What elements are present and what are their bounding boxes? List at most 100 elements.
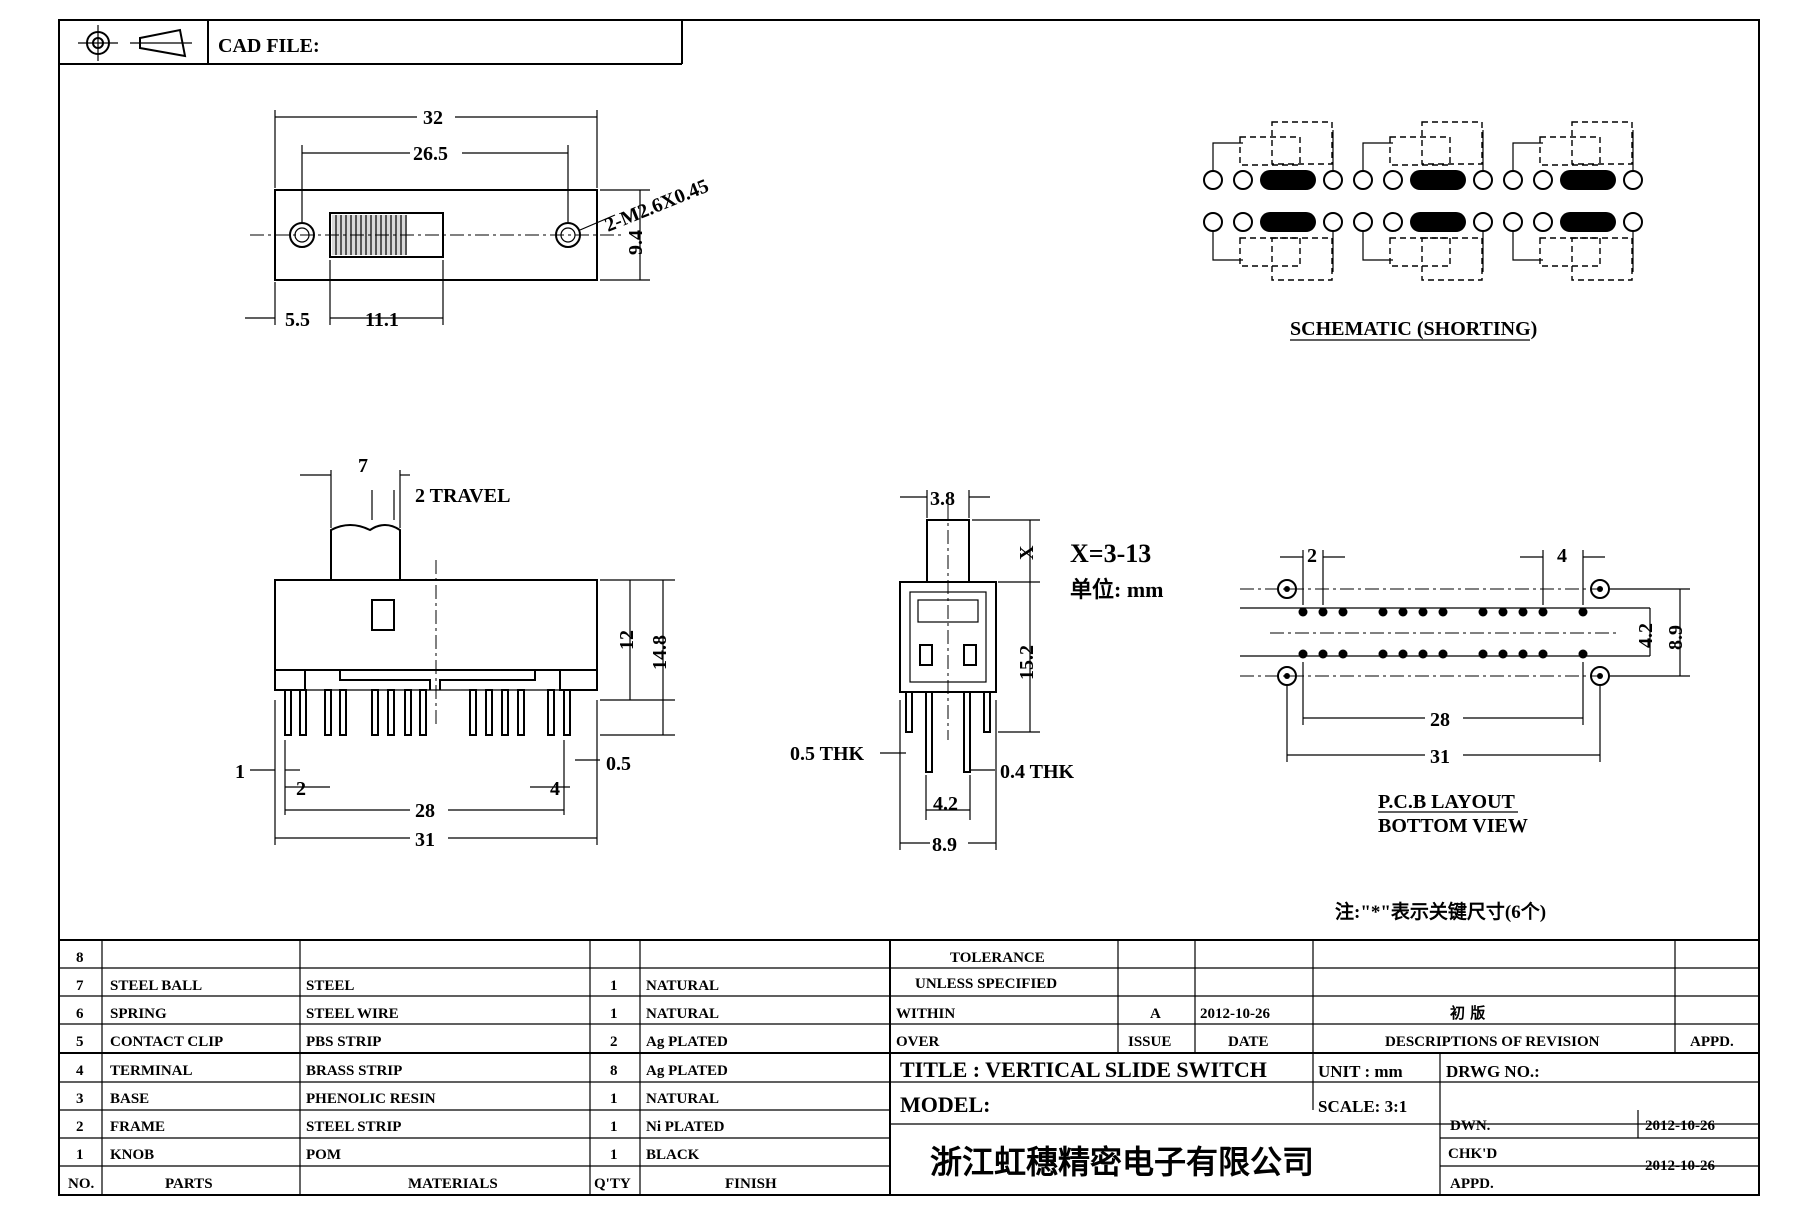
chkd-date: 2012-10-26 (1645, 1158, 1715, 1174)
top-view: 32 26.5 2-M2.6X0.45 9.4 5.5 11.1 (245, 104, 712, 331)
bom-row-2-material: STEEL STRIP (306, 1119, 401, 1135)
within-label: WITHIN (896, 1006, 955, 1022)
bom-row-4-qty: 8 (610, 1063, 618, 1079)
rev-desc: 初 版 (1450, 1004, 1485, 1022)
bom-header-parts: PARTS (165, 1176, 213, 1192)
cad-file-label: CAD FILE: (218, 35, 320, 57)
bom-row-5-part: CONTACT CLIP (110, 1034, 223, 1050)
front-view: 7 2 TRAVEL 12 14.8 1 2 4 0.5 28 31 (235, 455, 675, 851)
bom-row-4-part: TERMINAL (110, 1063, 193, 1079)
bom-row-5-qty: 2 (610, 1034, 618, 1050)
dim-4: 4 (550, 778, 560, 800)
pcb-dim-2: 2 (1307, 545, 1317, 567)
appd2-label: APPD. (1450, 1176, 1494, 1192)
rev-issue: A (1150, 1006, 1161, 1022)
bom-header-finish: FINISH (725, 1176, 777, 1192)
x-range: X=3-13 (1070, 539, 1151, 568)
drwg-no-label: DRWG NO.: (1446, 1062, 1540, 1081)
pcb-caption-1: P.C.B LAYOUT (1378, 791, 1516, 813)
bom-row-3-qty: 1 (610, 1091, 618, 1107)
bom-row-4-no: 4 (76, 1063, 84, 1079)
bom-header-qty: Q'TY (594, 1176, 631, 1192)
dim-0-5: 0.5 (606, 753, 631, 775)
dim-travel: 2 TRAVEL (415, 485, 510, 507)
header-box: CAD FILE: (59, 20, 683, 65)
bom-row-7-qty: 1 (610, 978, 618, 994)
pcb-caption-2: BOTTOM VIEW (1378, 815, 1528, 837)
side-dim-3-8: 3.8 (930, 488, 955, 510)
bom-row-7-part: STEEL BALL (110, 978, 202, 994)
sheet-border (58, 19, 1760, 1196)
bom-row-6-material: STEEL WIRE (306, 1006, 399, 1022)
key-dimension-note: 注:"*"表示关键尺寸(6个) (1335, 900, 1546, 923)
dim-28: 28 (415, 800, 435, 822)
bom-row-5-no: 5 (76, 1034, 84, 1050)
bom-row-6-qty: 1 (610, 1006, 618, 1022)
pcb-mount-holes (1277, 579, 1610, 686)
pcb-pads (1298, 607, 1588, 659)
bom-row-1-no: 1 (76, 1147, 84, 1163)
bom-header-no: NO. (68, 1176, 95, 1192)
company-name: 浙江虹穗精密电子有限公司 (930, 1143, 1314, 1181)
bom-row-7-no: 7 (76, 978, 84, 994)
date-label: DATE (1228, 1034, 1269, 1050)
dim-31: 31 (415, 829, 435, 851)
bom-row-2-no: 2 (76, 1119, 84, 1135)
side-view: 3.8 X 15.2 0.5 THK 0.4 THK 4.2 8.9 X=3-1… (790, 488, 1163, 856)
bom-row-1-material: POM (306, 1147, 341, 1163)
side-thk-left: 0.5 THK (790, 743, 865, 765)
unit-label: UNIT : mm (1318, 1062, 1403, 1081)
schematic-caption: SCHEMATIC (SHORTING) (1290, 318, 1537, 340)
pcb-dim-31: 31 (1430, 746, 1450, 768)
bom-row-6-no: 6 (76, 1006, 84, 1022)
bom-row-2-finish: Ni PLATED (646, 1119, 725, 1135)
over-label: OVER (896, 1034, 940, 1050)
dwn-date: 2012-10-26 (1645, 1118, 1715, 1134)
pcb-layout: 2 4 4.2 8.9 28 31 P.C.B LAYOUT BOTTOM VI… (1240, 545, 1690, 837)
bom-row-2-part: FRAME (110, 1119, 165, 1135)
dim-11-1: 11.1 (365, 309, 399, 331)
bom-row-1-qty: 1 (610, 1147, 618, 1163)
bom-row-6-part: SPRING (110, 1006, 167, 1022)
bom-row-1-finish: BLACK (646, 1147, 700, 1163)
rev-date: 2012-10-26 (1200, 1006, 1270, 1022)
drawing-title: TITLE : VERTICAL SLIDE SWITCH (900, 1057, 1267, 1082)
bom-row-6-finish: NATURAL (646, 1006, 719, 1022)
pcb-dim-8-9: 8.9 (1665, 625, 1687, 650)
dim-14-8: 14.8 (649, 635, 671, 670)
title-block: TOLERANCE UNLESS SPECIFIED WITHIN OVER A… (896, 950, 1734, 1192)
side-x: X (1016, 545, 1038, 560)
unless-specified-label: UNLESS SPECIFIED (915, 976, 1057, 992)
tolerance-label: TOLERANCE (950, 950, 1045, 966)
pcb-dim-28: 28 (1430, 709, 1450, 731)
issue-label: ISSUE (1128, 1034, 1171, 1050)
side-dim-4-2: 4.2 (933, 793, 958, 815)
bom-row-4-finish: Ag PLATED (646, 1063, 728, 1079)
model-label: MODEL: (900, 1092, 990, 1117)
dim-26-5: 26.5 (413, 143, 448, 165)
side-thk-right: 0.4 THK (1000, 761, 1075, 783)
dwn-label: DWN. (1450, 1118, 1491, 1134)
side-dim-8-9: 8.9 (932, 834, 957, 856)
bom-row-3-no: 3 (76, 1091, 84, 1107)
bom-row-7-finish: NATURAL (646, 978, 719, 994)
scale-label: SCALE: 3:1 (1318, 1097, 1407, 1116)
appd-label: APPD. (1690, 1034, 1734, 1050)
bom-row-8-no: 8 (76, 950, 84, 966)
dim-9-4: 9.4 (625, 230, 647, 255)
chkd-label: CHK'D (1448, 1146, 1497, 1162)
dim-32: 32 (423, 107, 443, 129)
bom-header-materials: MATERIALS (408, 1176, 498, 1192)
bom-row-3-finish: NATURAL (646, 1091, 719, 1107)
bom-row-3-material: PHENOLIC RESIN (306, 1091, 436, 1107)
bom-row-4-material: BRASS STRIP (306, 1063, 402, 1079)
schematic-shorting: SCHEMATIC (SHORTING) (1203, 121, 1643, 341)
projection-symbol-icon (78, 25, 192, 61)
dim-12: 12 (616, 630, 638, 650)
bom-row-3-part: BASE (110, 1091, 149, 1107)
bom-row-1-part: KNOB (110, 1147, 154, 1163)
side-dim-15-2: 15.2 (1016, 645, 1038, 680)
dim-2: 2 (296, 778, 306, 800)
bom-row-5-material: PBS STRIP (306, 1034, 381, 1050)
